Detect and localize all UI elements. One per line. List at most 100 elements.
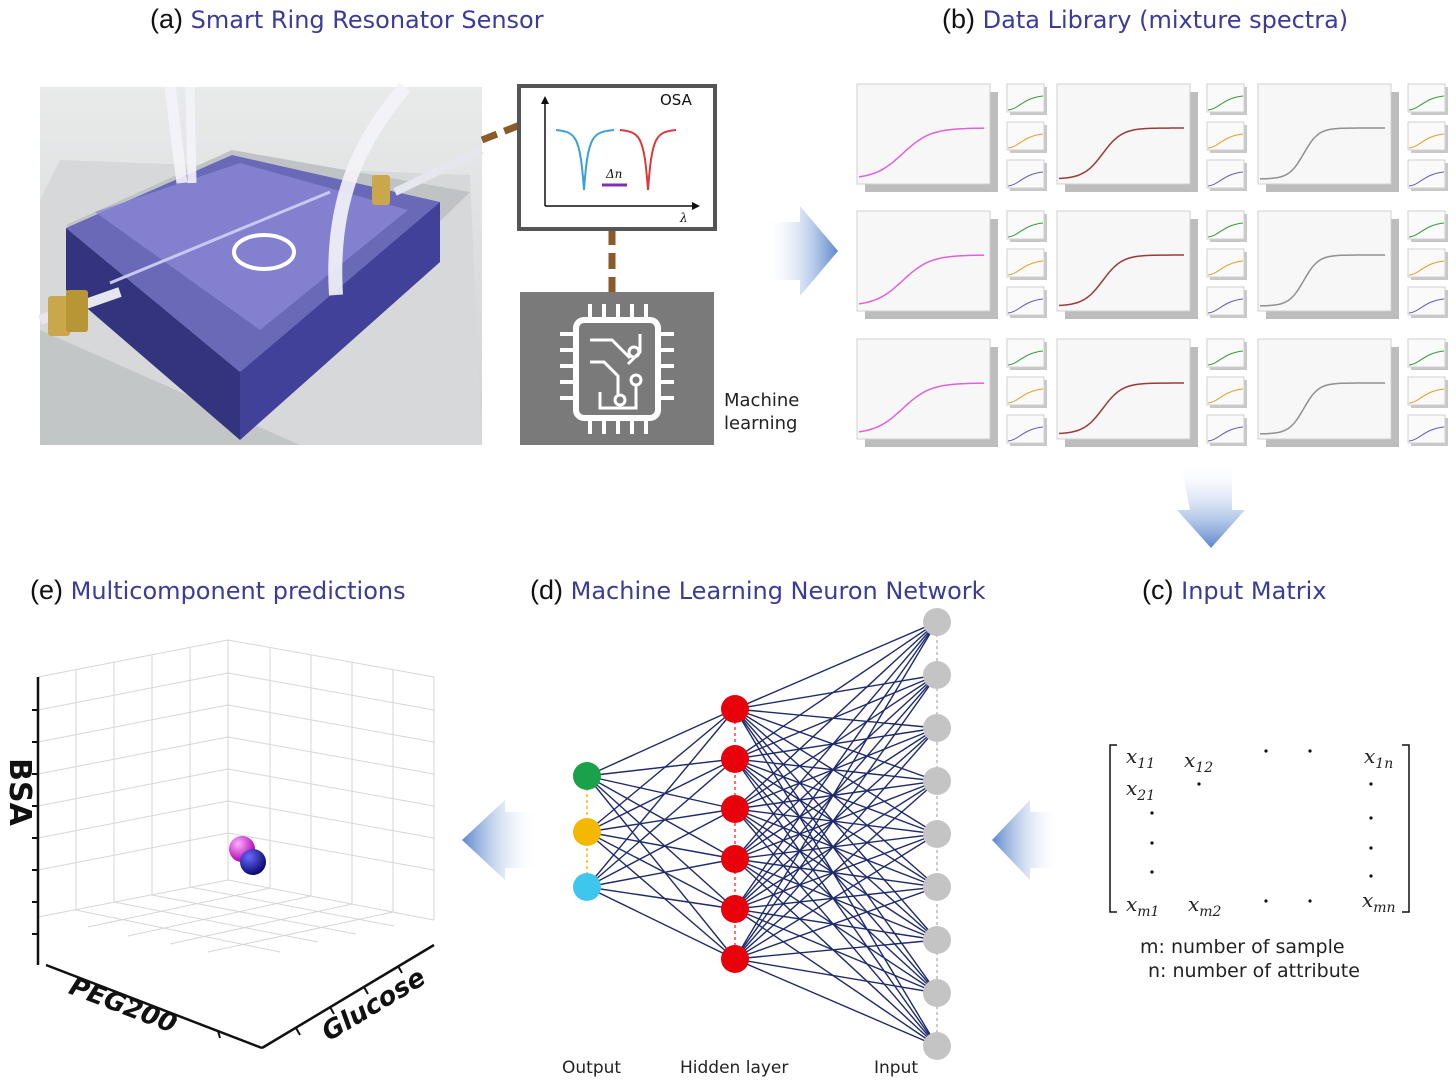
panel-a-letter: (a): [150, 4, 183, 34]
input-node: [923, 1032, 951, 1060]
matrix-left-bracket: [1109, 744, 1117, 913]
panel-c-title: (c) Input Matrix: [1142, 575, 1326, 606]
library-mini-plot: [1407, 248, 1448, 280]
library-mini-plot: [1006, 286, 1047, 318]
matrix-x21: x21: [1126, 776, 1156, 804]
axis-label-bsa: BSA: [2, 758, 37, 826]
library-mini-plot: [1006, 376, 1047, 408]
osa-axis-label: λ: [679, 211, 688, 225]
hidden-node: [721, 695, 749, 723]
library-mini-plot: [1407, 159, 1448, 191]
library-mini-plot: [1206, 248, 1247, 280]
library-spectrum-curve: [858, 254, 985, 305]
matrix-right-bracket: [1402, 744, 1410, 913]
library-spectrum-curve: [1259, 382, 1385, 435]
output-node: [573, 762, 601, 790]
plot3d: [32, 639, 435, 1050]
library-mini-plot: [1407, 210, 1448, 242]
library-mini-plot: [1407, 338, 1448, 370]
network-edges: [586, 621, 938, 1047]
library-spectrum-curve: [1058, 382, 1184, 435]
arrow-right-to-library: [765, 206, 838, 296]
input-node: [923, 608, 951, 636]
input-node: [923, 820, 951, 848]
library-mini-plot: [1407, 286, 1448, 318]
connector-osa: [480, 121, 522, 144]
ml-caption-line2: learning: [724, 413, 798, 434]
input-node: [923, 979, 951, 1007]
library-mini-plot: [1206, 286, 1247, 318]
library-spectrum-card: [1257, 338, 1448, 447]
library-spectrum-curve: [1259, 127, 1385, 180]
library-mini-plot: [1407, 414, 1448, 446]
matrix-x1n: x1n: [1364, 744, 1394, 772]
panel-b-text: Data Library (mixture spectra): [982, 6, 1349, 34]
library-spectrum-curve: [1058, 127, 1184, 180]
library-mini-plot: [1407, 121, 1448, 153]
library-spectrum-curve: [1058, 254, 1184, 307]
input-node: [923, 661, 951, 689]
library-mini-plot: [1206, 376, 1247, 408]
library-mini-plot: [1407, 83, 1448, 115]
network-output-label: Output: [562, 1058, 622, 1078]
panel-d-text: Machine Learning Neuron Network: [570, 577, 986, 605]
panel-c-letter: (c): [1142, 575, 1174, 605]
library-spectrum-curve: [858, 127, 985, 178]
panel-a-title: (a) Smart Ring Resonator Sensor: [150, 4, 544, 35]
ml-chip: [520, 292, 714, 445]
input-node: [923, 767, 951, 795]
library-mini-plot: [1206, 338, 1247, 370]
library-spectrum-curve: [1259, 254, 1385, 307]
panel-a-text: Smart Ring Resonator Sensor: [190, 6, 544, 34]
output-node: [573, 873, 601, 901]
panel-c-text: Input Matrix: [1181, 577, 1327, 605]
matrix-xm2: xm2: [1188, 892, 1222, 920]
library-mini-plot: [1006, 159, 1047, 191]
panel-b-title: (b) Data Library (mixture spectra): [942, 4, 1348, 35]
library-mini-plot: [1206, 83, 1247, 115]
library-spectrum-card: [856, 338, 1047, 447]
library-mini-plot: [1006, 248, 1047, 280]
hidden-node: [721, 895, 749, 923]
matrix-xmn: xmn: [1362, 888, 1396, 916]
osa-delta-label: Δn: [605, 167, 622, 181]
input-matrix: [1109, 744, 1410, 913]
arrow-left-to-network: [992, 800, 1060, 880]
library-mini-plot: [1006, 83, 1047, 115]
library-spectrum-card: [1056, 83, 1247, 192]
panel-e-text: Multicomponent predictions: [70, 577, 406, 605]
osa-spectrum-red: [619, 129, 677, 191]
input-node: [923, 714, 951, 742]
matrix-x11: x11: [1126, 744, 1156, 772]
data-library-grid: [856, 83, 1448, 447]
ml-caption-line1: Machine: [724, 390, 800, 411]
panel-d-letter: (d): [530, 575, 563, 605]
arrow-left-to-predictions: [462, 800, 538, 880]
library-spectrum-card: [1056, 210, 1247, 319]
hidden-node: [721, 745, 749, 773]
ring-resonator: [232, 233, 296, 271]
library-spectrum-card: [1257, 210, 1448, 319]
library-spectrum-curve: [858, 382, 985, 433]
library-spectrum-card: [856, 210, 1047, 319]
panel-b-letter: (b): [942, 4, 975, 34]
prediction-sphere-blue: [240, 849, 266, 875]
library-mini-plot: [1206, 210, 1247, 242]
library-mini-plot: [1206, 159, 1247, 191]
output-node: [573, 818, 601, 846]
library-mini-plot: [1407, 376, 1448, 408]
library-mini-plot: [1006, 414, 1047, 446]
sensor-illustration: [38, 82, 484, 445]
library-spectrum-card: [856, 83, 1047, 192]
input-node: [923, 873, 951, 901]
neural-network: [573, 608, 951, 1060]
hidden-node: [721, 845, 749, 873]
library-mini-plot: [1006, 121, 1047, 153]
panel-e-letter: (e): [30, 575, 63, 605]
library-spectrum-card: [1257, 83, 1448, 192]
panel-d-title: (d) Machine Learning Neuron Network: [530, 575, 986, 606]
matrix-x12: x12: [1184, 748, 1214, 776]
matrix-xm1: xm1: [1126, 892, 1160, 920]
library-mini-plot: [1006, 338, 1047, 370]
